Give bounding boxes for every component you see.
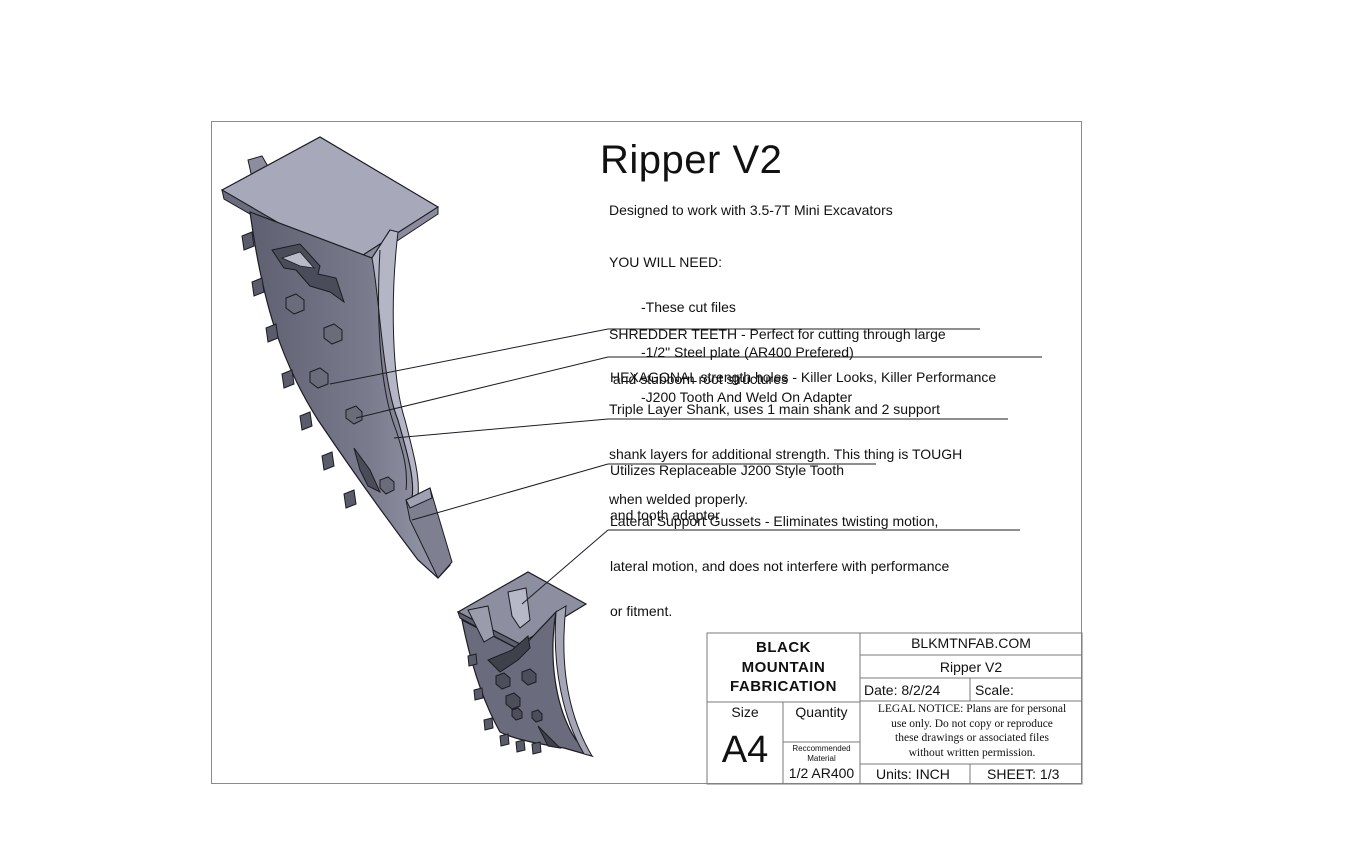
company-name: BLACK MOUNTAIN FABRICATION [707, 638, 860, 697]
callout-line: and stubborn root structures [609, 371, 788, 387]
scale-field: Scale: [975, 682, 1014, 698]
callout-line: HEXAGONAL strength holes - Killer Looks,… [610, 369, 997, 385]
callout-line: Utilizes Replaceable J200 Style Tooth [610, 462, 844, 478]
company-line: FABRICATION [730, 678, 837, 695]
callout-j200-tooth: Utilizes Replaceable J200 Style Tooth an… [610, 433, 844, 538]
legal-line: without written permission. [908, 746, 1036, 759]
ripper-small-view [456, 571, 595, 758]
callout-shredder-teeth: SHREDDER TEETH - Perfect for cutting thr… [609, 297, 946, 402]
you-will-need-list: YOU WILL NEED: -These cut files -1/2" St… [609, 225, 854, 420]
material-value: 1/2 AR400 [788, 765, 855, 781]
callout-line: lateral motion, and does not interfere w… [610, 558, 950, 574]
callout-leaders [329, 328, 1042, 605]
callout-hex-holes: HEXAGONAL strength holes - Killer Looks,… [610, 340, 996, 400]
size-value: A4 [721, 729, 769, 771]
date-field: Date: 8/2/24 [864, 682, 941, 698]
company-line: MOUNTAIN [741, 658, 826, 676]
legal-line: use only. Do not copy or reproduce [891, 717, 1053, 730]
title-block-grid [706, 632, 1083, 785]
you-will-need-heading: YOU WILL NEED: [609, 254, 723, 270]
label-line: Material [807, 754, 836, 763]
list-item: -J200 Tooth And Weld On Adapter [641, 389, 853, 405]
callout-line: Triple Layer Shank, uses 1 main shank an… [609, 401, 941, 417]
intro-note: Designed to work with 3.5-7T Mini Excava… [609, 202, 893, 218]
sheet-field: SHEET: 1/3 [987, 766, 1060, 782]
callout-line: shank layers for additional strength. Th… [609, 446, 963, 462]
callout-gussets: Lateral Support Gussets - Eliminates twi… [610, 484, 949, 634]
callout-line: and tooth adapter [610, 507, 720, 523]
legal-line: LEGAL NOTICE: Plans are for personal [877, 703, 1067, 715]
callout-line: Lateral Support Gussets - Eliminates twi… [610, 513, 939, 529]
list-item: -These cut files [641, 299, 736, 315]
list-item: -1/2" Steel plate (AR400 Prefered) [641, 344, 854, 360]
company-line: BLACK [756, 639, 811, 656]
legal-notice: LEGAL NOTICE: Plans are for personal use… [862, 702, 1082, 760]
website: BLKMTNFAB.COM [911, 635, 1031, 651]
callout-line: SHREDDER TEETH - Perfect for cutting thr… [609, 326, 946, 342]
legal-line: these drawings or associated files [895, 732, 1049, 744]
callout-line: when welded properly. [609, 491, 749, 507]
drawing-sheet-border [211, 121, 1082, 784]
label-line: Reccommended [792, 744, 851, 753]
quantity-label: Quantity [795, 704, 848, 720]
callout-triple-shank: Triple Layer Shank, uses 1 main shank an… [609, 372, 962, 522]
ripper-large-view [220, 136, 453, 579]
drawing-title: Ripper V2 [600, 138, 783, 182]
part-name: Ripper V2 [939, 659, 1003, 675]
callout-line: or fitment. [610, 603, 673, 619]
units-field: Units: INCH [876, 766, 950, 782]
size-label: Size [731, 704, 759, 720]
recommended-material-label: Reccommended Material [783, 744, 860, 764]
